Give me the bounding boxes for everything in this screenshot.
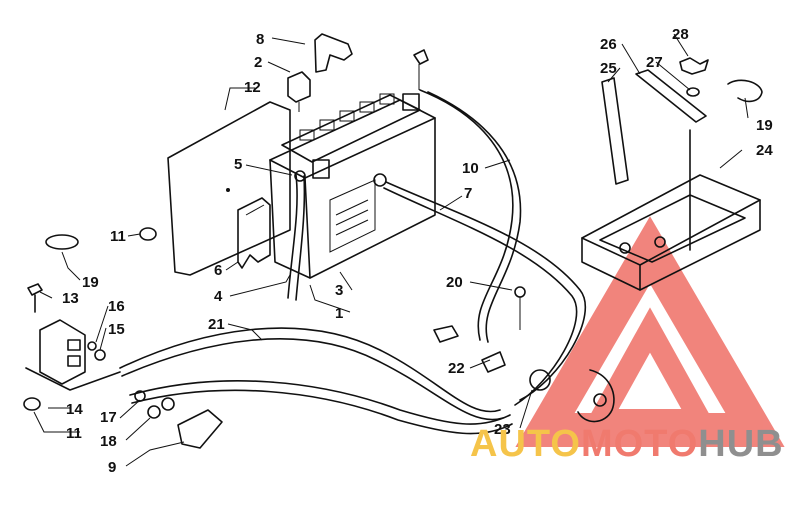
- callout-5: 5: [234, 156, 242, 173]
- watermark-auto: AUTOMOTOHUB: [470, 423, 784, 465]
- callout-11-upper: 11: [110, 228, 126, 245]
- part-10-positive-cable: [413, 49, 522, 343]
- part-21-main-cables: [119, 327, 513, 435]
- callout-21: 21: [208, 316, 225, 333]
- part-19-clip-left: [45, 234, 79, 250]
- callout-24: 24: [756, 142, 773, 159]
- part-14-solenoid: [25, 319, 121, 391]
- part-28-wing-nut: [679, 57, 709, 75]
- part-11-nut-lower: [23, 397, 41, 411]
- part-24-battery-tray: [581, 129, 761, 291]
- callout-22: 22: [448, 360, 465, 377]
- part-25-hold-down-strap: [601, 77, 629, 185]
- callout-18: 18: [100, 433, 117, 450]
- watermark-wordmark: AUTOMOTOHUB: [470, 423, 784, 465]
- callout-13: 13: [62, 290, 79, 307]
- callout-27: 27: [646, 54, 663, 71]
- callout-19-left: 19: [82, 274, 99, 291]
- part-20-nut: [514, 286, 526, 330]
- callout-7: 7: [464, 185, 472, 202]
- watermark-logo-triangle: [515, 216, 785, 447]
- callout-17: 17: [100, 409, 117, 426]
- part-27-washer: [686, 87, 700, 97]
- callout-23: 23: [494, 421, 511, 438]
- callout-9: 9: [108, 459, 116, 476]
- leader-lines: [33, 33, 749, 467]
- part-4-vent-tube: [287, 170, 306, 301]
- callout-2: 2: [254, 54, 262, 71]
- part-9-terminal-boot: [177, 409, 223, 449]
- callout-16: 16: [108, 298, 125, 315]
- part-11-nut-upper: [139, 227, 157, 241]
- part-3-battery: [269, 93, 436, 279]
- part-7-negative-cable: [373, 173, 586, 406]
- callout-28: 28: [672, 26, 689, 43]
- callout-1: 1: [335, 305, 343, 322]
- callout-14: 14: [66, 401, 83, 418]
- callout-19-right: 19: [756, 117, 773, 134]
- callout-4: 4: [214, 288, 223, 305]
- callout-3: 3: [335, 282, 343, 299]
- callout-15: 15: [108, 321, 125, 338]
- part-22-23-starter-connection: [481, 351, 615, 423]
- callout-8: 8: [256, 31, 264, 48]
- callout-20: 20: [446, 274, 463, 291]
- part-13-bolt: [27, 283, 43, 313]
- callout-6: 6: [214, 262, 222, 279]
- part-19-clip-right: [727, 79, 763, 103]
- part-12-battery-pad: [167, 101, 291, 276]
- callout-10: 10: [462, 160, 479, 177]
- part-6-bracket: [237, 197, 271, 269]
- callout-12: 12: [244, 79, 261, 96]
- part-2-vent-fitting: [287, 71, 311, 112]
- callout-25: 25: [600, 60, 617, 77]
- callout-26: 26: [600, 36, 617, 53]
- part-26-hold-down-bar: [635, 69, 707, 123]
- parts-17-18-washers: [134, 390, 175, 419]
- part-8-terminal-boot: [314, 33, 353, 73]
- parts-15-16-nuts: [87, 341, 106, 361]
- callout-11-lower: 11: [66, 425, 82, 442]
- callout-labels: 8 2 12 5 6 4 3 1 10 7 20 21 11 19 13 16 …: [62, 26, 773, 476]
